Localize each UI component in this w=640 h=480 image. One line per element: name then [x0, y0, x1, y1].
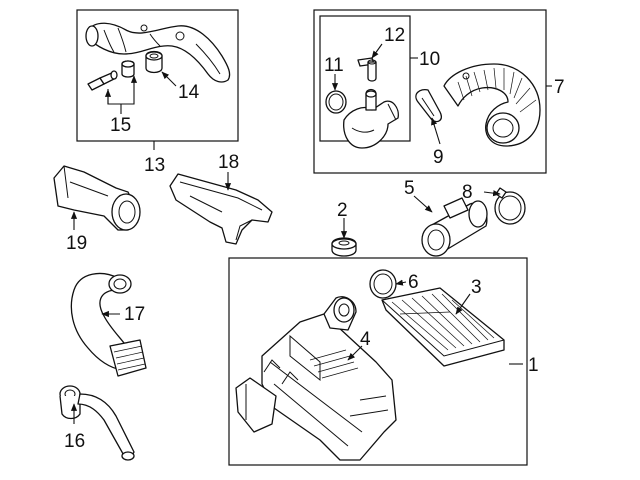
- clamp-part: [415, 88, 442, 123]
- resonator-part: [343, 88, 399, 149]
- callout-7: 7: [554, 77, 565, 98]
- callout-13: 13: [144, 155, 165, 176]
- callout-19: 19: [66, 233, 87, 254]
- callout-18: 18: [218, 152, 239, 173]
- intake-pipe-part: [85, 22, 231, 83]
- group-box-13: [76, 9, 239, 142]
- callout-1: 1: [528, 355, 539, 376]
- intake-hose-part: [443, 63, 541, 147]
- leader-9: [431, 117, 441, 145]
- leader-8: [483, 190, 501, 197]
- callout-9: 9: [433, 147, 444, 168]
- callout-5: 5: [404, 178, 415, 199]
- leader-14: [161, 71, 177, 87]
- leader-lines: [70, 43, 552, 424]
- callout-10: 10: [419, 49, 440, 70]
- leader-5: [413, 195, 433, 213]
- o-ring-seal-part: [369, 269, 397, 299]
- leader-6: [395, 279, 407, 286]
- air-filter-element-part: [381, 287, 505, 367]
- callout-11: 11: [324, 55, 344, 76]
- leader-12: [371, 43, 383, 59]
- grommet-part: [331, 237, 357, 257]
- callout-16: 16: [64, 431, 85, 452]
- air-cleaner-housing-part: [235, 296, 397, 461]
- callout-8: 8: [462, 182, 473, 203]
- callout-6: 6: [408, 272, 419, 293]
- callout-4: 4: [360, 329, 371, 350]
- leader-3: [455, 293, 471, 315]
- callout-15: 15: [110, 115, 131, 136]
- callout-14: 14: [178, 82, 200, 103]
- hose-clamp-part: [494, 187, 526, 225]
- airflow-sensor-part: [421, 197, 488, 257]
- vent-fitting-part: [357, 57, 377, 82]
- group-box-7: [313, 9, 547, 174]
- callout-12: 12: [384, 25, 405, 46]
- engine-cover-part: [169, 173, 273, 245]
- callout-2: 2: [337, 200, 348, 221]
- leader-4: [347, 345, 363, 361]
- callout-3: 3: [471, 277, 482, 298]
- intake-duct-part: [70, 272, 147, 377]
- seal-ring-part: [325, 90, 347, 114]
- bolt-part: [87, 70, 118, 91]
- drain-hose-part: [59, 385, 135, 461]
- group-box-1: [228, 257, 528, 466]
- air-duct-part: [53, 165, 141, 231]
- grommet-small-part: [121, 60, 135, 78]
- callout-17: 17: [124, 304, 145, 325]
- grommet-large-part: [145, 50, 163, 74]
